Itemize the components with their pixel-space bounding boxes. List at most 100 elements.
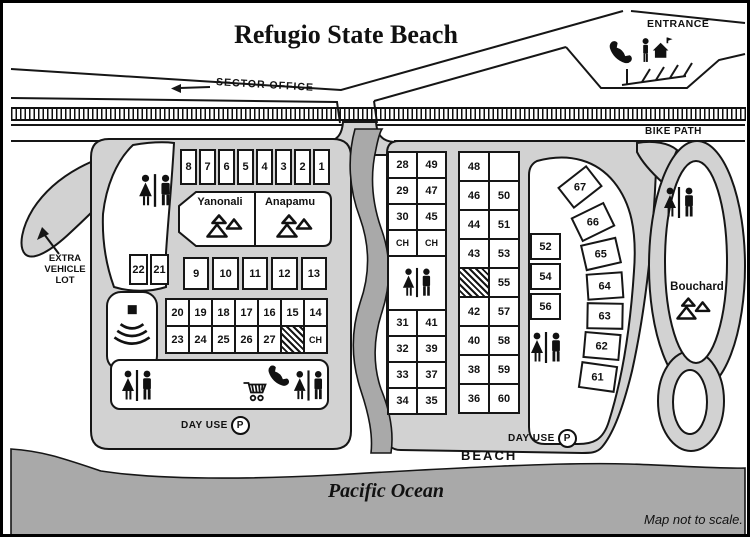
extra-lot-line2: VEHICLE (44, 264, 86, 275)
site-59: 59 (488, 354, 520, 385)
parking-icon-east: P (557, 429, 577, 448)
bike-path-outline (11, 124, 745, 142)
bouchard-neck (636, 140, 679, 185)
site-12: 12 (271, 257, 298, 290)
reserved-site-hatch-west (280, 325, 305, 354)
site-64: 64 (585, 271, 625, 301)
site-61-label: 61 (591, 371, 605, 383)
site-48: 48 (458, 151, 490, 182)
day-use-west-label: DAY USE (181, 420, 228, 431)
bouchard-tents-icon (676, 296, 714, 323)
site-57: 57 (488, 296, 520, 327)
sites-row-8-1: 8 7 6 5 4 3 2 1 (180, 149, 330, 185)
restroom-icon-west-upper (136, 173, 174, 209)
site-54: 54 (530, 263, 561, 290)
site-29: 29 (387, 177, 418, 205)
site-34: 34 (387, 387, 418, 415)
camp-host-a2: CH (416, 229, 447, 257)
extra-vehicle-lot-arrow (37, 227, 60, 255)
creek (349, 128, 393, 454)
site-9: 9 (183, 257, 210, 290)
camp-host-a1: CH (387, 229, 418, 257)
site-65: 65 (579, 236, 623, 272)
site-51: 51 (488, 209, 520, 240)
site-1: 1 (313, 149, 330, 185)
extra-vehicle-lot-shape (20, 147, 144, 258)
site-52: 52 (530, 233, 561, 260)
phone-icon-store (266, 363, 291, 389)
railroad-tracks (11, 107, 746, 121)
beach-label: BEACH (461, 448, 518, 463)
ocean-label: Pacific Ocean (327, 480, 445, 502)
extra-lot-line3: LOT (55, 275, 75, 286)
extra-lot-line1: EXTRA (48, 253, 82, 264)
site-5: 5 (237, 149, 254, 185)
site-64-label: 64 (598, 280, 612, 292)
site-11: 11 (241, 257, 269, 290)
yanonali-tents-icon (206, 213, 246, 241)
site-63: 63 (586, 302, 624, 330)
bouchard-loop-outer (648, 140, 746, 392)
site-21: 21 (150, 254, 169, 285)
sector-office-arrow (171, 84, 211, 93)
phone-icon (607, 39, 634, 66)
anapamu-tents-icon (276, 213, 316, 241)
sites-22-21: 22 21 (129, 254, 169, 285)
restroom-icon-col-a (400, 267, 434, 299)
site-62-label: 62 (595, 340, 609, 352)
site-4: 4 (256, 149, 273, 185)
site-15: 15 (280, 298, 305, 327)
site-67-label: 67 (573, 181, 587, 193)
site-32: 32 (387, 335, 418, 363)
extra-vehicle-lot-label: EXTRA VEHICLE LOT (29, 253, 101, 286)
site-67: 67 (557, 164, 603, 210)
site-30: 30 (387, 203, 418, 231)
site-45: 45 (416, 203, 447, 231)
bouchard-spur-inner (672, 369, 708, 435)
yanonali-label: Yanonali (197, 196, 243, 208)
site-24: 24 (188, 325, 213, 354)
site-50: 50 (488, 180, 520, 211)
ranger-station-icon (639, 37, 675, 64)
site-44: 44 (458, 209, 490, 240)
scale-note: Map not to scale. (644, 512, 743, 527)
entrance-label: ENTRANCE (647, 18, 710, 30)
bouchard-label: Bouchard (670, 281, 724, 293)
site-63-label: 63 (598, 310, 612, 322)
site-7: 7 (199, 149, 216, 185)
site-47: 47 (416, 177, 447, 205)
site-43: 43 (458, 238, 490, 269)
site-6: 6 (218, 149, 235, 185)
map-title: Refugio State Beach (234, 20, 458, 49)
day-use-east: DAY USE P (508, 429, 577, 448)
site-3: 3 (275, 149, 292, 185)
site-18: 18 (211, 298, 236, 327)
site-39: 39 (416, 335, 447, 363)
site-37: 37 (416, 361, 447, 389)
site-28: 28 (387, 151, 418, 179)
sector-office-label: SECTOR OFFICE (215, 76, 315, 94)
site-36: 36 (458, 383, 490, 414)
site-55: 55 (488, 267, 520, 298)
site-41: 41 (416, 309, 447, 337)
amphitheater-icon (113, 299, 151, 355)
bouchard-spur-outer (657, 350, 725, 452)
site-62: 62 (582, 330, 622, 362)
site-13: 13 (300, 257, 328, 290)
restroom-icon-west-lower (118, 369, 156, 403)
site-22: 22 (129, 254, 148, 285)
site-66: 66 (570, 201, 616, 243)
site-25: 25 (211, 325, 236, 354)
site-33: 33 (387, 361, 418, 389)
sites-col-52-56: 52 54 56 (530, 233, 561, 320)
map-shapes (10, 10, 746, 534)
site-42: 42 (458, 296, 490, 327)
site-2: 2 (294, 149, 311, 185)
site-26: 26 (234, 325, 259, 354)
bike-path-label: BIKE PATH (645, 126, 702, 137)
site-49: 49 (416, 151, 447, 179)
blank-cell (488, 151, 520, 182)
site-14: 14 (303, 298, 328, 327)
